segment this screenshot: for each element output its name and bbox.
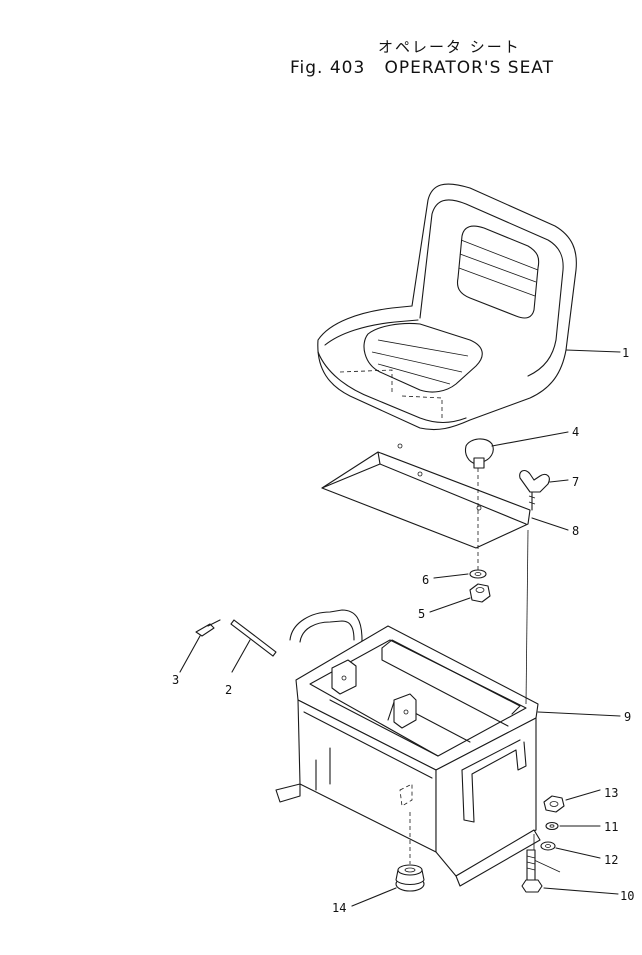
- callout-4: 4: [572, 425, 579, 439]
- hardware-parts: [521, 789, 619, 895]
- callout-7: 7: [572, 475, 579, 489]
- seat-box-part: [275, 529, 621, 887]
- callout-1: 1: [622, 346, 629, 360]
- callout-14: 14: [332, 901, 346, 915]
- callout-3: 3: [172, 673, 179, 687]
- seat-part: [317, 183, 621, 431]
- figure-title: Fig. 403 OPERATOR'S SEAT: [290, 58, 554, 78]
- washer-nut-parts: [429, 569, 491, 613]
- callout-6: 6: [422, 573, 429, 587]
- callout-9: 9: [624, 710, 631, 724]
- callout-10: 10: [620, 889, 634, 903]
- callout-11: 11: [604, 820, 618, 834]
- latch-part: [464, 431, 569, 570]
- title-japanese: オペレータ シート: [378, 38, 521, 56]
- callout-8: 8: [572, 524, 579, 538]
- pin-and-rod-parts: [179, 619, 277, 673]
- callout-5: 5: [418, 607, 425, 621]
- callout-13: 13: [604, 786, 618, 800]
- seat-plate-part: [321, 443, 569, 549]
- callout-labels: 1 2 3 4 5 6 7 8 9 10 11 12 13 14: [172, 346, 634, 915]
- callout-2: 2: [225, 683, 232, 697]
- callout-12: 12: [604, 853, 618, 867]
- wing-bolt-part: [519, 469, 569, 511]
- grommet-part: [351, 812, 425, 907]
